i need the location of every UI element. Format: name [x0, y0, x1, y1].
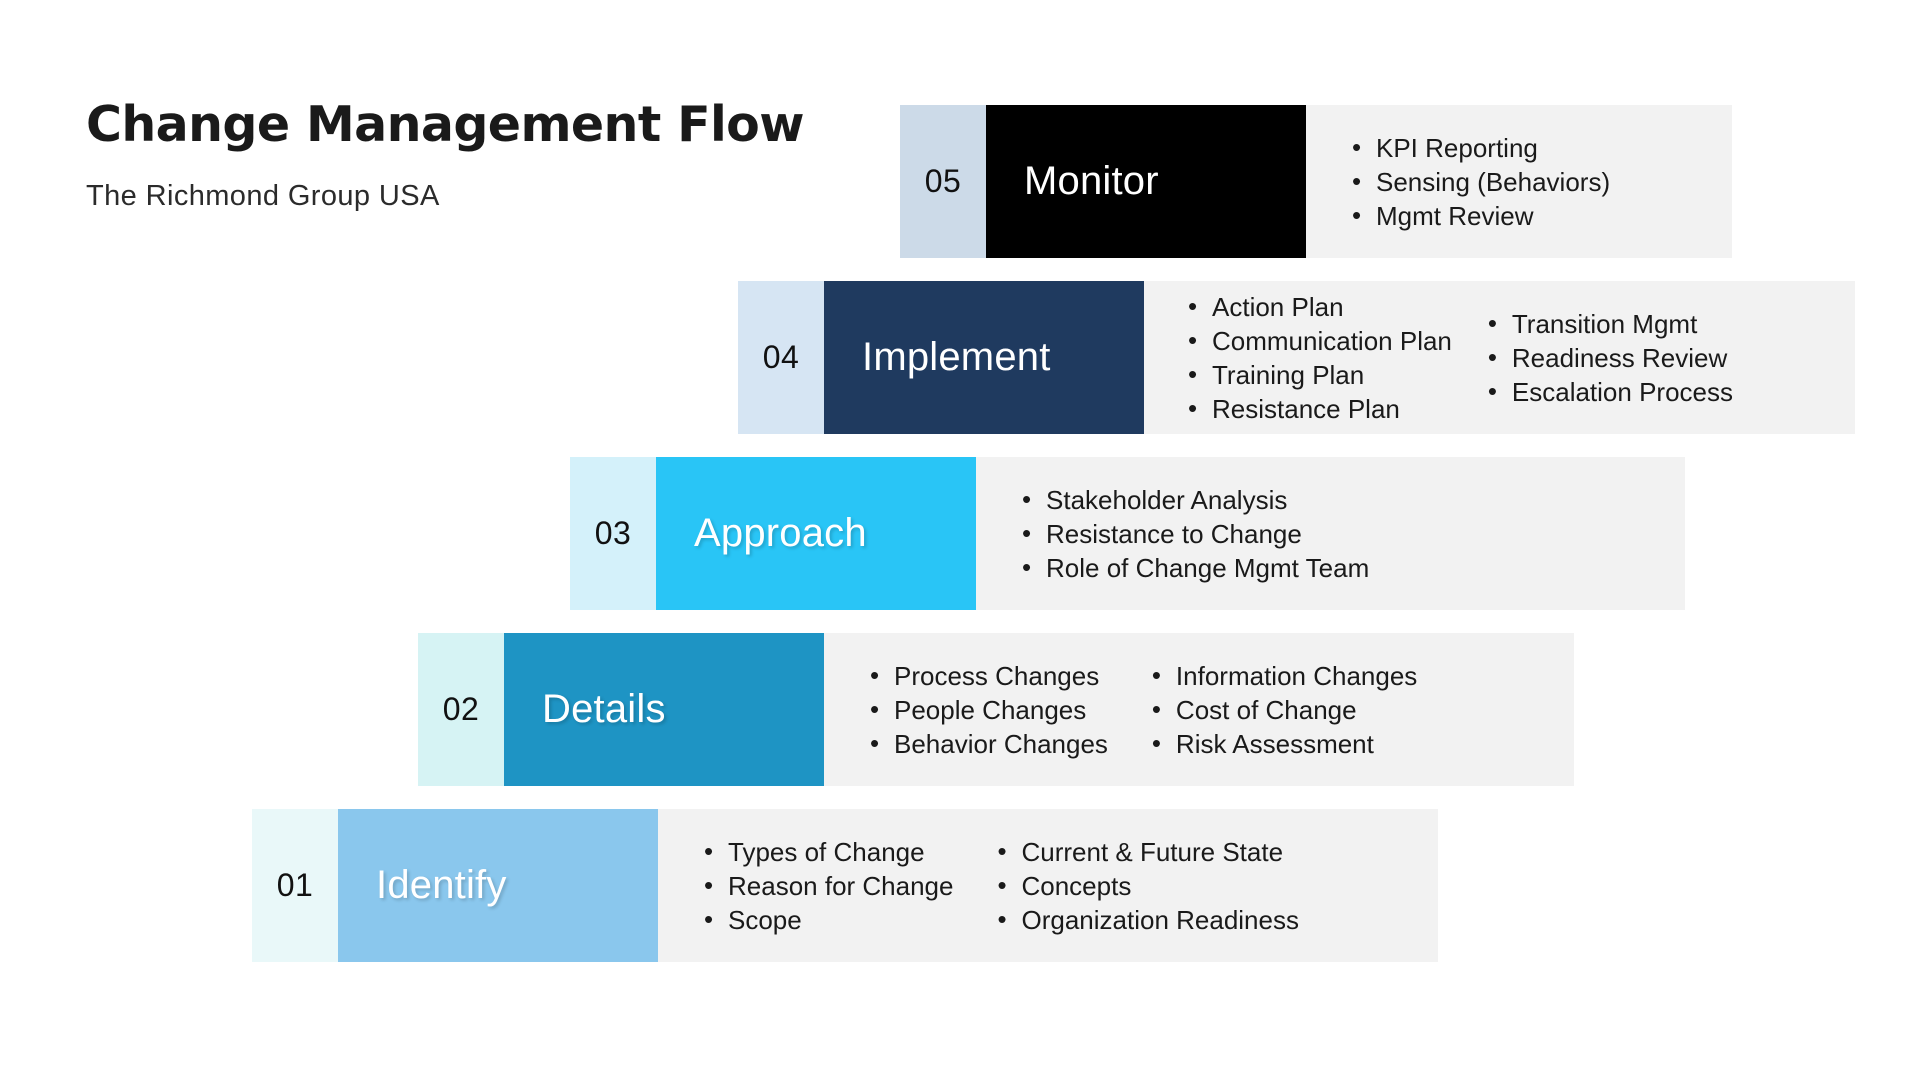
stage-label-box-01: Identify [338, 809, 658, 962]
stage-row-03[interactable]: 03 Approach Stakeholder Analysis Resista… [570, 457, 1685, 610]
bullet-item: Mgmt Review [1350, 200, 1610, 231]
bullet-column: Transition Mgmt Readiness Review Escalat… [1486, 308, 1733, 407]
stage-number-01: 01 [276, 867, 314, 903]
stage-row-01[interactable]: 01 Identify Types of Change Reason for C… [252, 809, 1438, 962]
stage-label-box-02: Details [504, 633, 824, 786]
stage-label-01: Identify [376, 863, 507, 907]
bullet-item: Sensing (Behaviors) [1350, 166, 1610, 197]
bullet-item: Information Changes [1150, 660, 1417, 691]
stage-label-04: Implement [862, 335, 1051, 379]
bullet-column: KPI Reporting Sensing (Behaviors) Mgmt R… [1350, 132, 1610, 231]
bullet-item: Resistance to Change [1020, 518, 1369, 549]
bullet-column: Current & Future State Concepts Organiza… [995, 836, 1299, 935]
bullet-column: Action Plan Communication Plan Training … [1186, 291, 1452, 424]
bullet-column: Types of Change Reason for Change Scope [702, 836, 953, 935]
stage-label-box-05: Monitor [986, 105, 1306, 258]
bullet-item: Concepts [995, 870, 1299, 901]
bullet-item: Escalation Process [1486, 376, 1733, 407]
stage-number-box-02: 02 [418, 633, 504, 786]
page-title: Change Management Flow [86, 96, 805, 153]
bullet-item: Types of Change [702, 836, 953, 867]
stage-row-02[interactable]: 02 Details Process Changes People Change… [418, 633, 1574, 786]
bullet-item: Action Plan [1186, 291, 1452, 322]
stage-label-05: Monitor [1024, 159, 1159, 203]
stage-number-box-03: 03 [570, 457, 656, 610]
stage-row-04[interactable]: 04 Implement Action Plan Communication P… [738, 281, 1855, 434]
bullet-item: Scope [702, 904, 953, 935]
bullet-item: Current & Future State [995, 836, 1299, 867]
stage-number-03: 03 [594, 515, 632, 551]
bullet-column: Information Changes Cost of Change Risk … [1150, 660, 1417, 759]
stage-label-03: Approach [694, 511, 867, 555]
bullet-item: Readiness Review [1486, 342, 1733, 373]
header: Change Management Flow The Richmond Grou… [86, 96, 805, 213]
bullet-column: Process Changes People Changes Behavior … [868, 660, 1108, 759]
stage-label-box-04: Implement [824, 281, 1144, 434]
bullet-item: Process Changes [868, 660, 1108, 691]
stage-label-box-03: Approach [656, 457, 976, 610]
stage-bullets-panel-01: Types of Change Reason for Change Scope … [658, 809, 1438, 962]
stage-bullets-panel-04: Action Plan Communication Plan Training … [1144, 281, 1855, 434]
bullet-item: People Changes [868, 694, 1108, 725]
bullet-item: Role of Change Mgmt Team [1020, 552, 1369, 583]
stage-bullets-panel-03: Stakeholder Analysis Resistance to Chang… [976, 457, 1685, 610]
bullet-column: Stakeholder Analysis Resistance to Chang… [1020, 484, 1369, 583]
bullet-item: Risk Assessment [1150, 728, 1417, 759]
stage-row-05[interactable]: 05 Monitor KPI Reporting Sensing (Behavi… [900, 105, 1732, 258]
bullet-item: Behavior Changes [868, 728, 1108, 759]
bullet-item: Stakeholder Analysis [1020, 484, 1369, 515]
stage-bullets-panel-02: Process Changes People Changes Behavior … [824, 633, 1574, 786]
page-subtitle: The Richmond Group USA [86, 179, 440, 212]
bullet-item: Cost of Change [1150, 694, 1417, 725]
stage-number-box-05: 05 [900, 105, 986, 258]
bullet-item: Transition Mgmt [1486, 308, 1733, 339]
stage-number-box-04: 04 [738, 281, 824, 434]
stage-label-02: Details [542, 687, 666, 731]
bullet-item: Communication Plan [1186, 325, 1452, 356]
stage-number-04: 04 [762, 339, 800, 375]
bullet-item: Training Plan [1186, 359, 1452, 390]
bullet-item: Reason for Change [702, 870, 953, 901]
bullet-item: KPI Reporting [1350, 132, 1610, 163]
stage-number-05: 05 [924, 163, 962, 199]
stage-number-02: 02 [442, 691, 480, 727]
stage-bullets-panel-05: KPI Reporting Sensing (Behaviors) Mgmt R… [1306, 105, 1732, 258]
bullet-item: Organization Readiness [995, 904, 1299, 935]
stage-number-box-01: 01 [252, 809, 338, 962]
bullet-item: Resistance Plan [1186, 393, 1452, 424]
